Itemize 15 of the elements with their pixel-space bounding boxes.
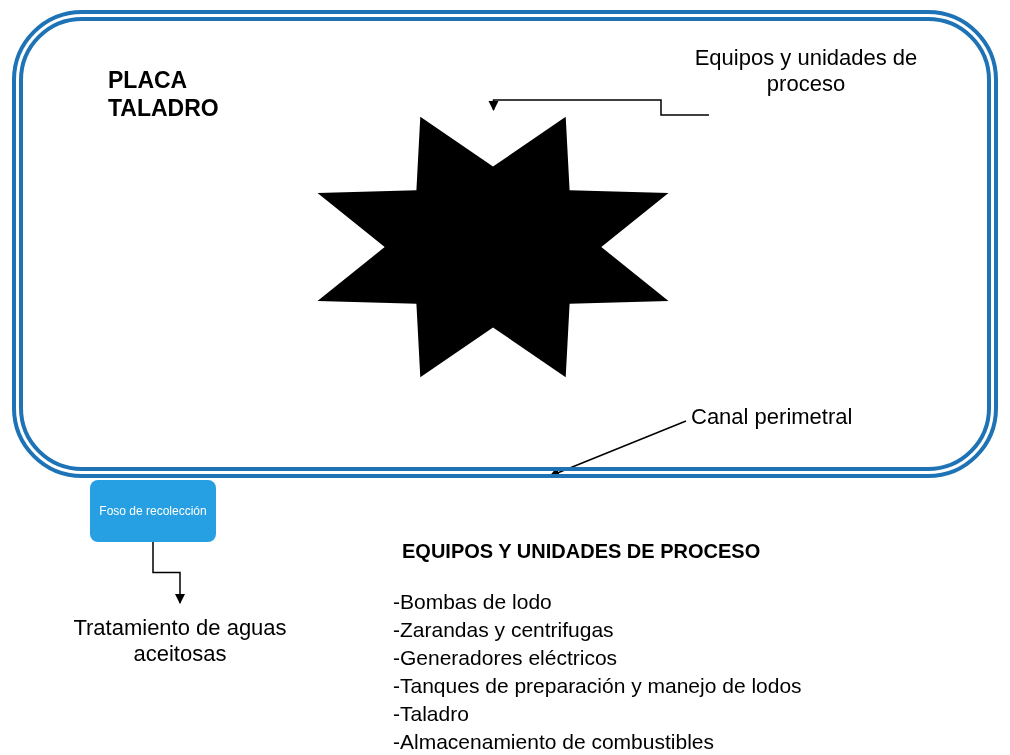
list-item: -Tanques de preparación y manejo de lodos — [393, 674, 802, 698]
collection-pit-box: Foso de recolección — [90, 480, 216, 542]
drilling-pad-outline — [12, 10, 998, 478]
area-title: PLACA TALADRO — [108, 66, 220, 122]
arrow — [488, 99, 710, 116]
list-item: -Generadores eléctricos — [393, 646, 618, 670]
list-item: -Almacenamiento de combustibles — [393, 730, 714, 754]
list-heading: EQUIPOS Y UNIDADES DE PROCESO — [402, 540, 761, 563]
list-item: -Taladro — [393, 702, 469, 726]
list-item: -Bombas de lodo — [393, 590, 552, 614]
callout-text: Canal perimetral — [691, 404, 931, 438]
callout-text: Equipos y unidades de proceso — [691, 45, 921, 145]
treatment-text: Tratamiento de aguas aceitosas — [50, 615, 310, 675]
list-item: -Zarandas y centrifugas — [393, 618, 614, 642]
arrow — [152, 541, 186, 605]
